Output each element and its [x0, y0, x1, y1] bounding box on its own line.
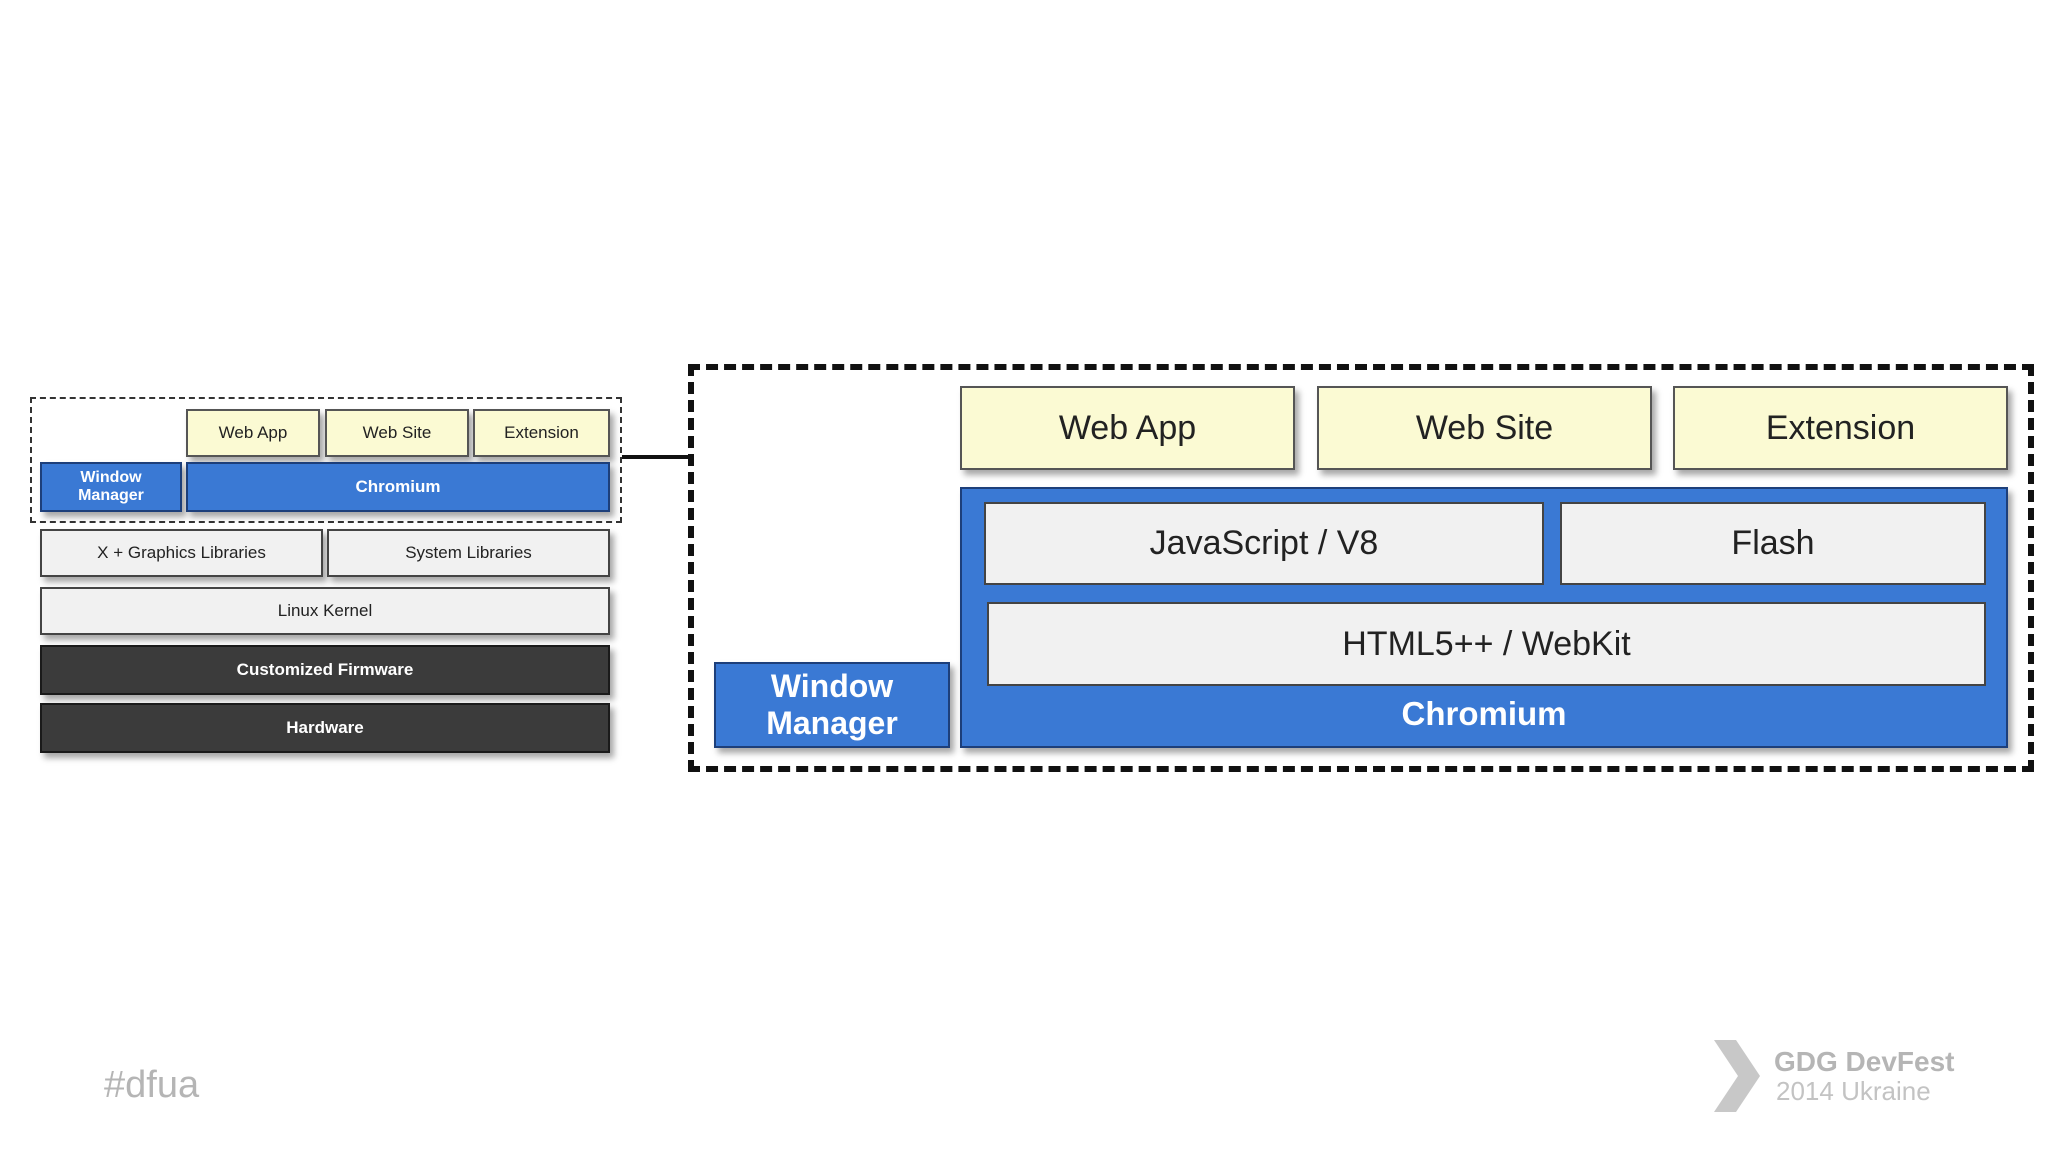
large-web-app-label: Web App — [1058, 408, 1197, 447]
small-x-graphics-label: X + Graphics Libraries — [97, 543, 266, 562]
large-window-manager-box: Window Manager — [714, 662, 950, 748]
large-web-app-box: Web App — [960, 386, 1295, 470]
small-chromium-box: Chromium — [186, 462, 610, 512]
small-chromium-group-outline — [30, 397, 622, 523]
small-hardware-box: Hardware — [40, 703, 610, 753]
large-extension-label: Extension — [1765, 408, 1916, 447]
event-subtitle: 2014 Ukraine — [1776, 1076, 1931, 1106]
large-html-webkit-box: HTML5++ / WebKit — [987, 602, 1986, 686]
hashtag-label: #dfua — [104, 1064, 200, 1106]
large-javascript-box: JavaScript / V8 — [984, 502, 1544, 585]
large-extension-box: Extension — [1673, 386, 2008, 470]
small-extension-label: Extension — [504, 423, 579, 442]
large-flash-box: Flash — [1560, 502, 1986, 585]
small-linux-kernel-box: Linux Kernel — [40, 587, 610, 635]
large-javascript-label: JavaScript / V8 — [1149, 524, 1379, 562]
large-chromium-group-outline — [688, 364, 2034, 772]
small-x-graphics-box: X + Graphics Libraries — [40, 529, 323, 577]
gdg-chevron-logo — [1710, 1036, 1770, 1116]
small-firmware-label: Customized Firmware — [236, 660, 414, 679]
small-hardware-label: Hardware — [286, 718, 364, 737]
large-web-site-box: Web Site — [1317, 386, 1652, 470]
large-flash-label: Flash — [1731, 524, 1815, 562]
small-system-libraries-box: System Libraries — [327, 529, 610, 577]
small-web-site-box: Web Site — [325, 409, 469, 457]
small-window-manager-label: Window Manager — [78, 469, 144, 504]
small-web-site-label: Web Site — [362, 423, 432, 442]
small-web-app-box: Web App — [186, 409, 320, 457]
chevron-logo-icon — [1714, 1040, 1760, 1112]
small-system-libraries-label: System Libraries — [405, 543, 532, 562]
small-chromium-label: Chromium — [355, 477, 441, 496]
large-window-manager-label: Window Manager — [766, 668, 898, 741]
large-web-site-label: Web Site — [1415, 408, 1554, 447]
large-chromium-label: Chromium — [1401, 695, 1567, 732]
small-firmware-box: Customized Firmware — [40, 645, 610, 695]
event-title: GDG DevFest — [1774, 1046, 1955, 1077]
small-linux-kernel-label: Linux Kernel — [277, 601, 373, 620]
small-window-manager-box: Window Manager — [40, 462, 182, 512]
large-html-webkit-label: HTML5++ / WebKit — [1342, 624, 1631, 663]
zoom-connector-line — [622, 455, 688, 459]
small-extension-box: Extension — [473, 409, 610, 457]
small-web-app-label: Web App — [218, 423, 288, 442]
